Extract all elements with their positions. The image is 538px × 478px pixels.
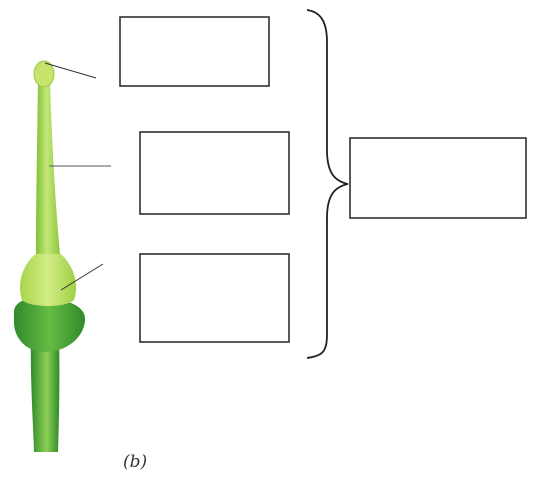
stigma [33, 60, 55, 88]
figure-caption: (b) [123, 452, 148, 472]
leader-line-stigma [44, 62, 97, 79]
curly-brace [306, 9, 349, 359]
label-box-whole-part[interactable] [349, 137, 527, 219]
leader-line-ovary [60, 263, 104, 291]
receptacle [14, 297, 86, 352]
style [36, 82, 60, 254]
label-box-stigma[interactable] [119, 16, 270, 87]
ovary [19, 249, 77, 306]
pedicel [30, 330, 60, 452]
label-box-ovary[interactable] [139, 253, 290, 343]
label-box-style[interactable] [139, 131, 290, 215]
